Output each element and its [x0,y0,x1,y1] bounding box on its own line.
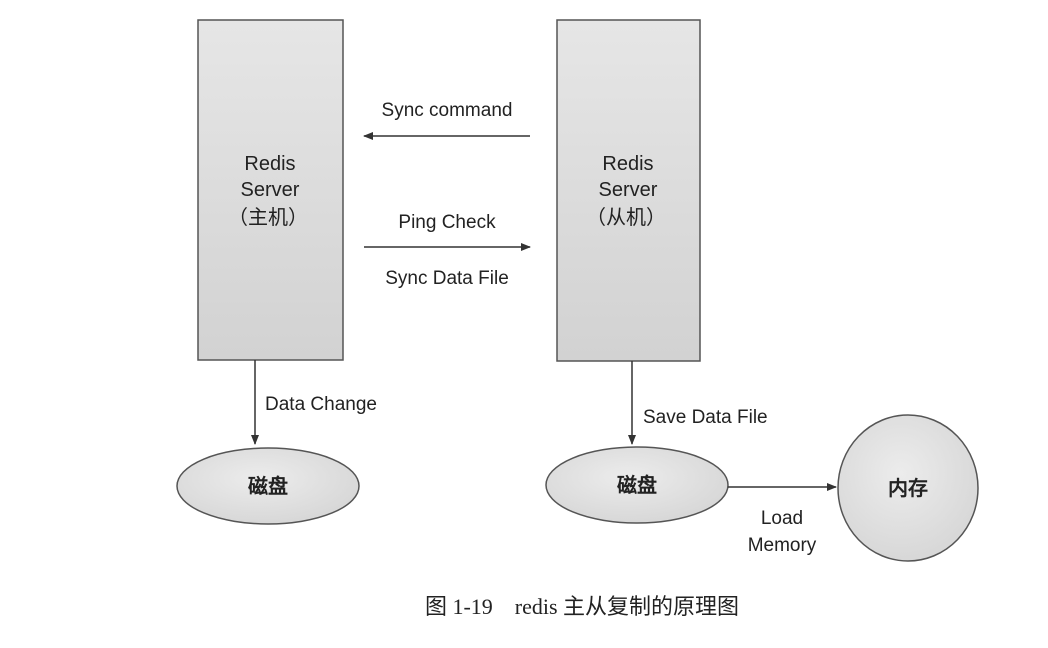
slave-server-box [556,19,701,362]
save-data-file-label: Save Data File [643,407,768,428]
slave-disk-node: 磁盘 [545,446,729,524]
data-change-label: Data Change [265,394,377,415]
master-disk-node: 磁盘 [176,447,360,525]
slave-server-label-line1: Redis [602,153,653,175]
memory-label: 内存 [888,476,928,500]
slave-disk-ellipse [545,446,729,524]
load-memory-label-line1: Load [761,508,803,529]
sync-command-label: Sync command [382,100,513,121]
figure-caption: 图 1-19 redis 主从复制的原理图 [425,594,739,619]
master-disk-label: 磁盘 [248,474,288,498]
master-server-label-line3: （主机） [228,206,308,229]
sync-command-edge: Sync command [363,100,530,140]
slave-disk-label: 磁盘 [617,473,657,497]
ping-check-label: Ping Check [398,212,496,233]
master-server-box [197,19,344,361]
slave-server-label-line3: （从机） [586,206,666,229]
master-disk-ellipse [176,447,360,525]
memory-node: 内存 [837,414,979,562]
ping-sync-edge: Ping Check Sync Data File [364,212,531,289]
load-memory-edge: Load Memory [728,483,837,556]
slave-server-node: Redis Server （从机） [556,19,701,362]
save-data-file-edge: Save Data File [628,361,768,445]
sync-data-file-label: Sync Data File [385,268,509,289]
master-server-node: Redis Server （主机） [197,19,344,361]
load-memory-label-line2: Memory [748,535,817,556]
master-server-label-line1: Redis [244,153,295,175]
data-change-edge: Data Change [251,360,377,445]
slave-server-label-line2: Server [599,179,658,201]
memory-circle [837,414,979,562]
master-server-label-line2: Server [241,179,300,201]
